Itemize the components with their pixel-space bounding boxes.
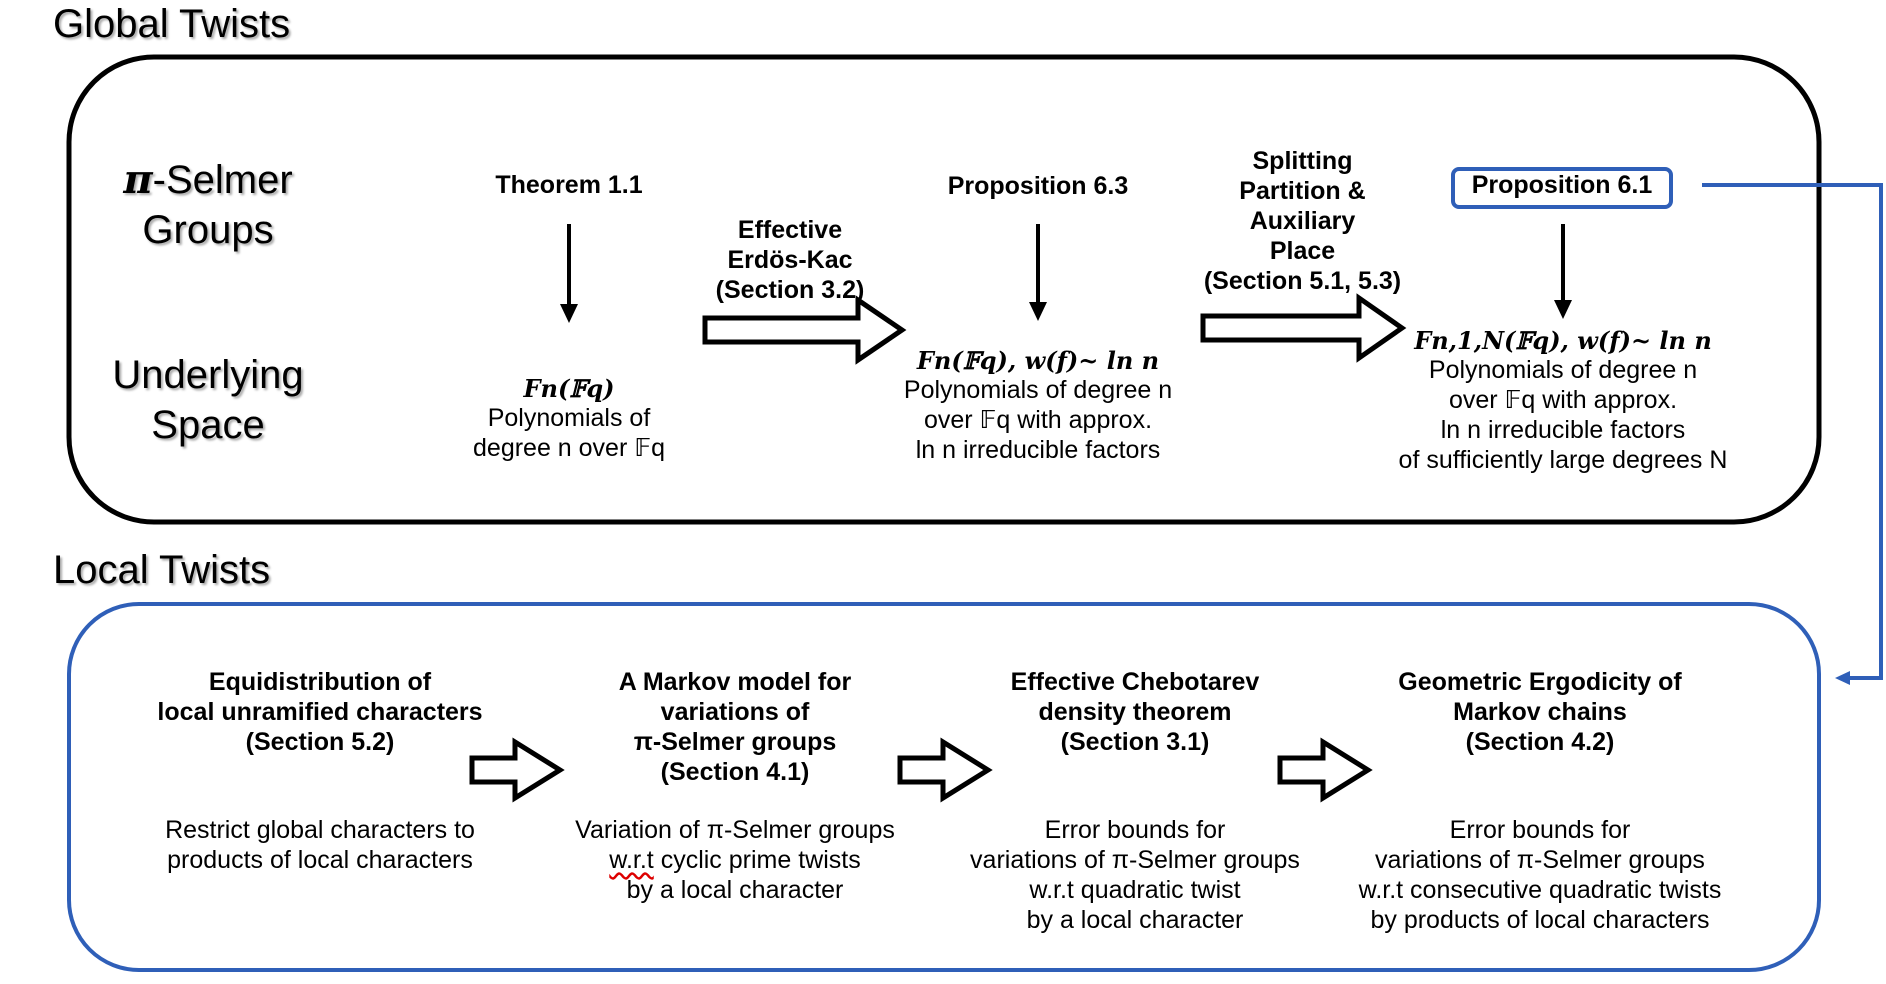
local-col-2-desc-line-2-rest: cyclic prime twists bbox=[653, 846, 861, 874]
down-arrow-prop63 bbox=[1029, 224, 1047, 321]
row-label-underlying-space: Underlying Space bbox=[88, 350, 328, 450]
local-col-2-heading-line-2: variations of bbox=[660, 698, 810, 726]
local-twists-box bbox=[67, 602, 1821, 972]
block-arrow-erdos-kac bbox=[702, 295, 907, 365]
local-col-4-heading-line-1: Geometric Ergodicity of bbox=[1398, 668, 1682, 696]
space-text: Space bbox=[151, 403, 265, 447]
underlying-text: Underlying bbox=[112, 353, 304, 397]
local-col-1-desc-line-1: Restrict global characters to bbox=[165, 816, 475, 844]
block-arrow-local-2 bbox=[897, 737, 993, 803]
local-twists-title: Local Twists bbox=[53, 548, 271, 592]
local-col-2-desc-line-1: Variation of π-Selmer groups bbox=[575, 816, 895, 844]
local-col-2-desc-line-2: w.r.t cyclic prime twists bbox=[545, 845, 925, 875]
local-col-2-heading: A Markov model for variations of π-Selme… bbox=[575, 667, 895, 787]
selmer-text: -Selmer bbox=[152, 158, 293, 202]
local-col-1-heading: Equidistribution of local unramified cha… bbox=[140, 667, 500, 757]
local-col-1-heading-line-1: Equidistribution of bbox=[208, 668, 432, 696]
local-col-2-desc-line-3: by a local character bbox=[626, 876, 844, 904]
proposition-6-1-title: Proposition 6.1 bbox=[1471, 171, 1653, 199]
local-col-4-desc: Error bounds for variations of π-Selmer … bbox=[1335, 815, 1745, 935]
local-col-1-desc: Restrict global characters to products o… bbox=[140, 815, 500, 875]
pi-symbol: π bbox=[123, 156, 153, 203]
arrow-2-label: Splitting Partition & Auxiliary Place (S… bbox=[1180, 146, 1425, 296]
local-col-2-heading-line-1: A Markov model for bbox=[618, 668, 852, 696]
blue-connector-arrow bbox=[1702, 183, 1883, 685]
theorem-1-1-title: Theorem 1.1 bbox=[495, 171, 643, 199]
local-col-3-desc-line-4: by a local character bbox=[1026, 906, 1244, 934]
local-col-3-desc: Error bounds for variations of π-Selmer … bbox=[950, 815, 1320, 935]
local-col-3-desc-line-2: variations of π-Selmer groups bbox=[970, 846, 1300, 874]
down-arrow-theorem11 bbox=[560, 224, 578, 323]
local-col-1-heading-line-3: (Section 5.2) bbox=[245, 728, 395, 756]
proposition-6-3-desc-2: over 𝔽q with approx. bbox=[923, 406, 1153, 434]
proposition-6-3-formula: Fn(𝔽q), w(f)~ ln n bbox=[916, 346, 1160, 375]
row-label-selmer-groups: π-Selmer Groups bbox=[88, 155, 328, 255]
global-twists-title: Global Twists bbox=[53, 2, 291, 46]
local-col-4-heading-line-2: Markov chains bbox=[1453, 698, 1627, 726]
proposition-6-3-title: Proposition 6.3 bbox=[947, 172, 1129, 200]
arrow-1-label-line-3: (Section 3.2) bbox=[715, 276, 865, 304]
proposition-6-1-highlight-box bbox=[1451, 167, 1673, 209]
proposition-6-1-formula: Fn,1,N(𝔽q), w(f)~ ln n bbox=[1414, 326, 1712, 355]
arrow-2-label-line-4: Place bbox=[1269, 237, 1336, 265]
local-col-1-desc-line-2: products of local characters bbox=[167, 846, 473, 874]
groups-text: Groups bbox=[142, 208, 274, 252]
spellcheck-underline-wrt: w.r.t bbox=[609, 846, 654, 874]
proposition-6-3-content: Fn(𝔽q), w(f)~ ln n Polynomials of degree… bbox=[878, 346, 1198, 465]
arrow-2-label-line-2: Partition & bbox=[1239, 177, 1366, 205]
block-arrow-local-3 bbox=[1277, 737, 1373, 803]
local-col-3-desc-line-3: w.r.t quadratic twist bbox=[1029, 876, 1241, 904]
proposition-6-1-desc-1: Polynomials of degree n bbox=[1428, 356, 1698, 384]
proposition-6-3-desc-3: ln n irreducible factors bbox=[915, 436, 1161, 464]
local-col-3-heading-line-2: density theorem bbox=[1038, 698, 1232, 726]
proposition-6-1-desc-2: over 𝔽q with approx. bbox=[1448, 386, 1678, 414]
arrow-1-label-line-2: Erdös-Kac bbox=[727, 246, 853, 274]
down-arrow-prop61 bbox=[1554, 224, 1572, 319]
block-arrow-local-1 bbox=[469, 737, 565, 803]
local-col-4-desc-line-3: w.r.t consecutive quadratic twists bbox=[1358, 876, 1722, 904]
arrow-2-label-line-1: Splitting bbox=[1252, 147, 1353, 175]
proposition-6-3-desc-1: Polynomials of degree n bbox=[903, 376, 1173, 404]
local-col-3-heading: Effective Chebotarev density theorem (Se… bbox=[975, 667, 1295, 757]
proposition-6-1-desc-3: ln n irreducible factors bbox=[1440, 416, 1686, 444]
global-twists-box bbox=[66, 54, 1822, 525]
local-col-2-desc: Variation of π-Selmer groups w.r.t cycli… bbox=[545, 815, 925, 905]
local-col-4-desc-line-1: Error bounds for bbox=[1449, 816, 1631, 844]
local-col-1-heading-line-2: local unramified characters bbox=[157, 698, 483, 726]
proposition-6-1-desc-4: of sufficiently large degrees N bbox=[1398, 446, 1728, 474]
theorem-1-1-formula: Fn(𝔽q) bbox=[523, 374, 615, 403]
local-col-4-desc-line-4: by products of local characters bbox=[1370, 906, 1710, 934]
arrow-2-label-line-3: Auxiliary bbox=[1249, 207, 1356, 235]
arrow-1-label: Effective Erdös-Kac (Section 3.2) bbox=[690, 215, 890, 305]
local-col-3-desc-line-1: Error bounds for bbox=[1044, 816, 1226, 844]
block-arrow-splitting bbox=[1200, 293, 1407, 363]
proposition-6-1-content: Fn,1,N(𝔽q), w(f)~ ln n Polynomials of de… bbox=[1363, 326, 1763, 475]
local-col-2-heading-line-3: π-Selmer groups bbox=[633, 728, 837, 756]
local-col-3-heading-line-3: (Section 3.1) bbox=[1060, 728, 1210, 756]
theorem-1-1-desc-1: Polynomials of bbox=[487, 404, 651, 432]
local-col-4-heading: Geometric Ergodicity of Markov chains (S… bbox=[1360, 667, 1720, 757]
theorem-1-1-content: Fn(𝔽q) Polynomials of degree n over 𝔽q bbox=[419, 374, 719, 463]
local-col-4-heading-line-3: (Section 4.2) bbox=[1465, 728, 1615, 756]
local-col-4-desc-line-2: variations of π-Selmer groups bbox=[1375, 846, 1705, 874]
local-col-2-heading-line-4: (Section 4.1) bbox=[660, 758, 810, 786]
theorem-1-1-desc-2: degree n over 𝔽q bbox=[473, 434, 665, 462]
local-col-3-heading-line-1: Effective Chebotarev bbox=[1010, 668, 1260, 696]
arrow-2-label-line-5: (Section 5.1, 5.3) bbox=[1203, 267, 1402, 295]
arrow-1-label-line-1: Effective bbox=[737, 216, 843, 244]
